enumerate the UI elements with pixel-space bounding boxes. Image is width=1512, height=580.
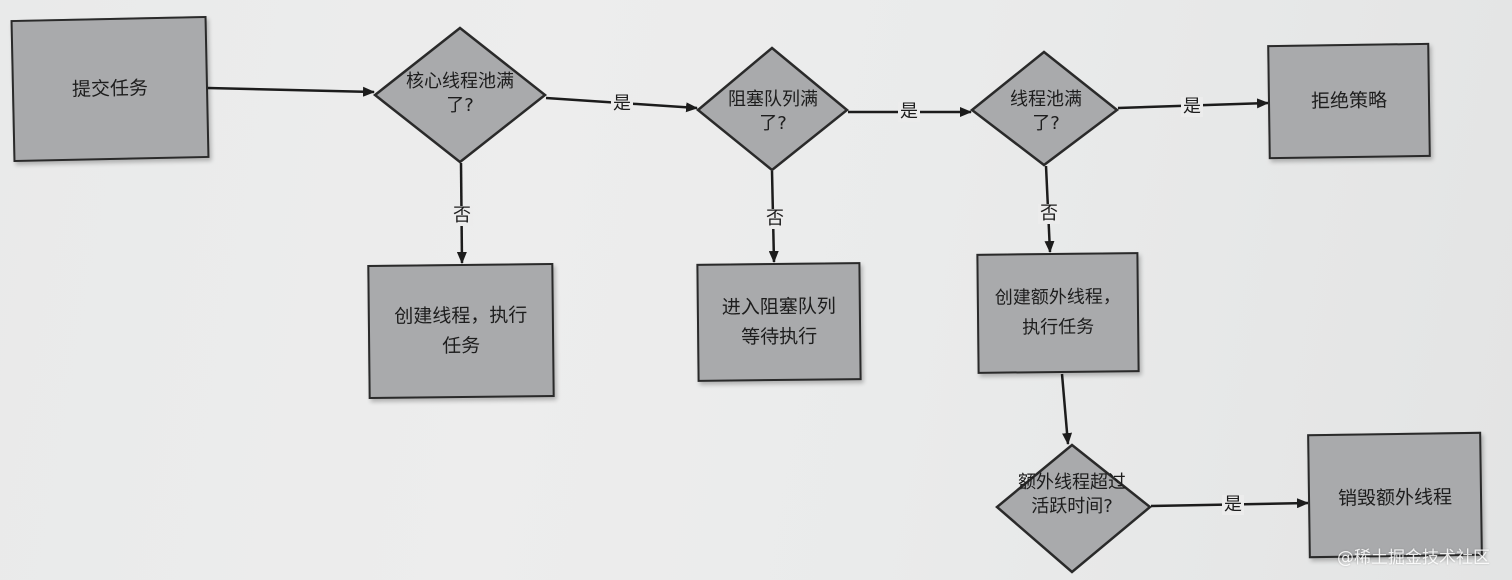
node-submit-task-label: 提交任务 — [71, 77, 149, 101]
edge-label-no-3: 否 — [1038, 203, 1060, 224]
decision-queue-full-label: 阻塞队列满了? — [728, 89, 818, 134]
node-enqueue: 进入阻塞队列等待执行 — [696, 262, 862, 382]
decision-core-full-label: 核心线程池满了? — [406, 71, 514, 116]
node-submit-task: 提交任务 — [10, 15, 210, 163]
decision-idle-timeout-label: 额外线程超过活跃时间? — [1018, 472, 1126, 517]
decision-queue-full-shape — [696, 46, 849, 172]
edge-label-no-2: 否 — [764, 208, 786, 229]
node-destroy-extra-thread-label: 销毁额外线程 — [1337, 486, 1453, 510]
decision-core-full-shape — [372, 26, 548, 164]
node-create-extra-thread-label: 创建额外线程，执行任务 — [994, 286, 1121, 339]
edge-submit-to-core — [207, 86, 375, 97]
edge-create-extra-to-timeout — [1060, 373, 1073, 445]
node-reject-policy-label: 拒绝策略 — [1310, 89, 1388, 113]
watermark: @稀土掘金技术社区 — [1337, 548, 1490, 568]
node-destroy-extra-thread: 销毁额外线程 — [1307, 431, 1483, 559]
decision-pool-full-label: 线程池满了? — [1010, 89, 1082, 134]
edge-label-yes-1: 是 — [611, 93, 633, 114]
edge-label-no-1: 否 — [451, 205, 473, 226]
node-enqueue-label: 进入阻塞队列等待执行 — [721, 295, 836, 349]
node-create-thread: 创建线程，执行任务 — [367, 263, 555, 399]
decision-pool-full-shape — [969, 50, 1120, 167]
edge-label-yes-4: 是 — [1222, 494, 1244, 515]
node-reject-policy: 拒绝策略 — [1267, 42, 1431, 160]
decision-idle-timeout-shape — [995, 443, 1152, 574]
node-create-thread-label: 创建线程，执行任务 — [394, 304, 528, 358]
edge-label-yes-3: 是 — [1181, 96, 1203, 117]
edge-label-yes-2: 是 — [898, 101, 920, 122]
node-create-extra-thread: 创建额外线程，执行任务 — [976, 252, 1140, 374]
